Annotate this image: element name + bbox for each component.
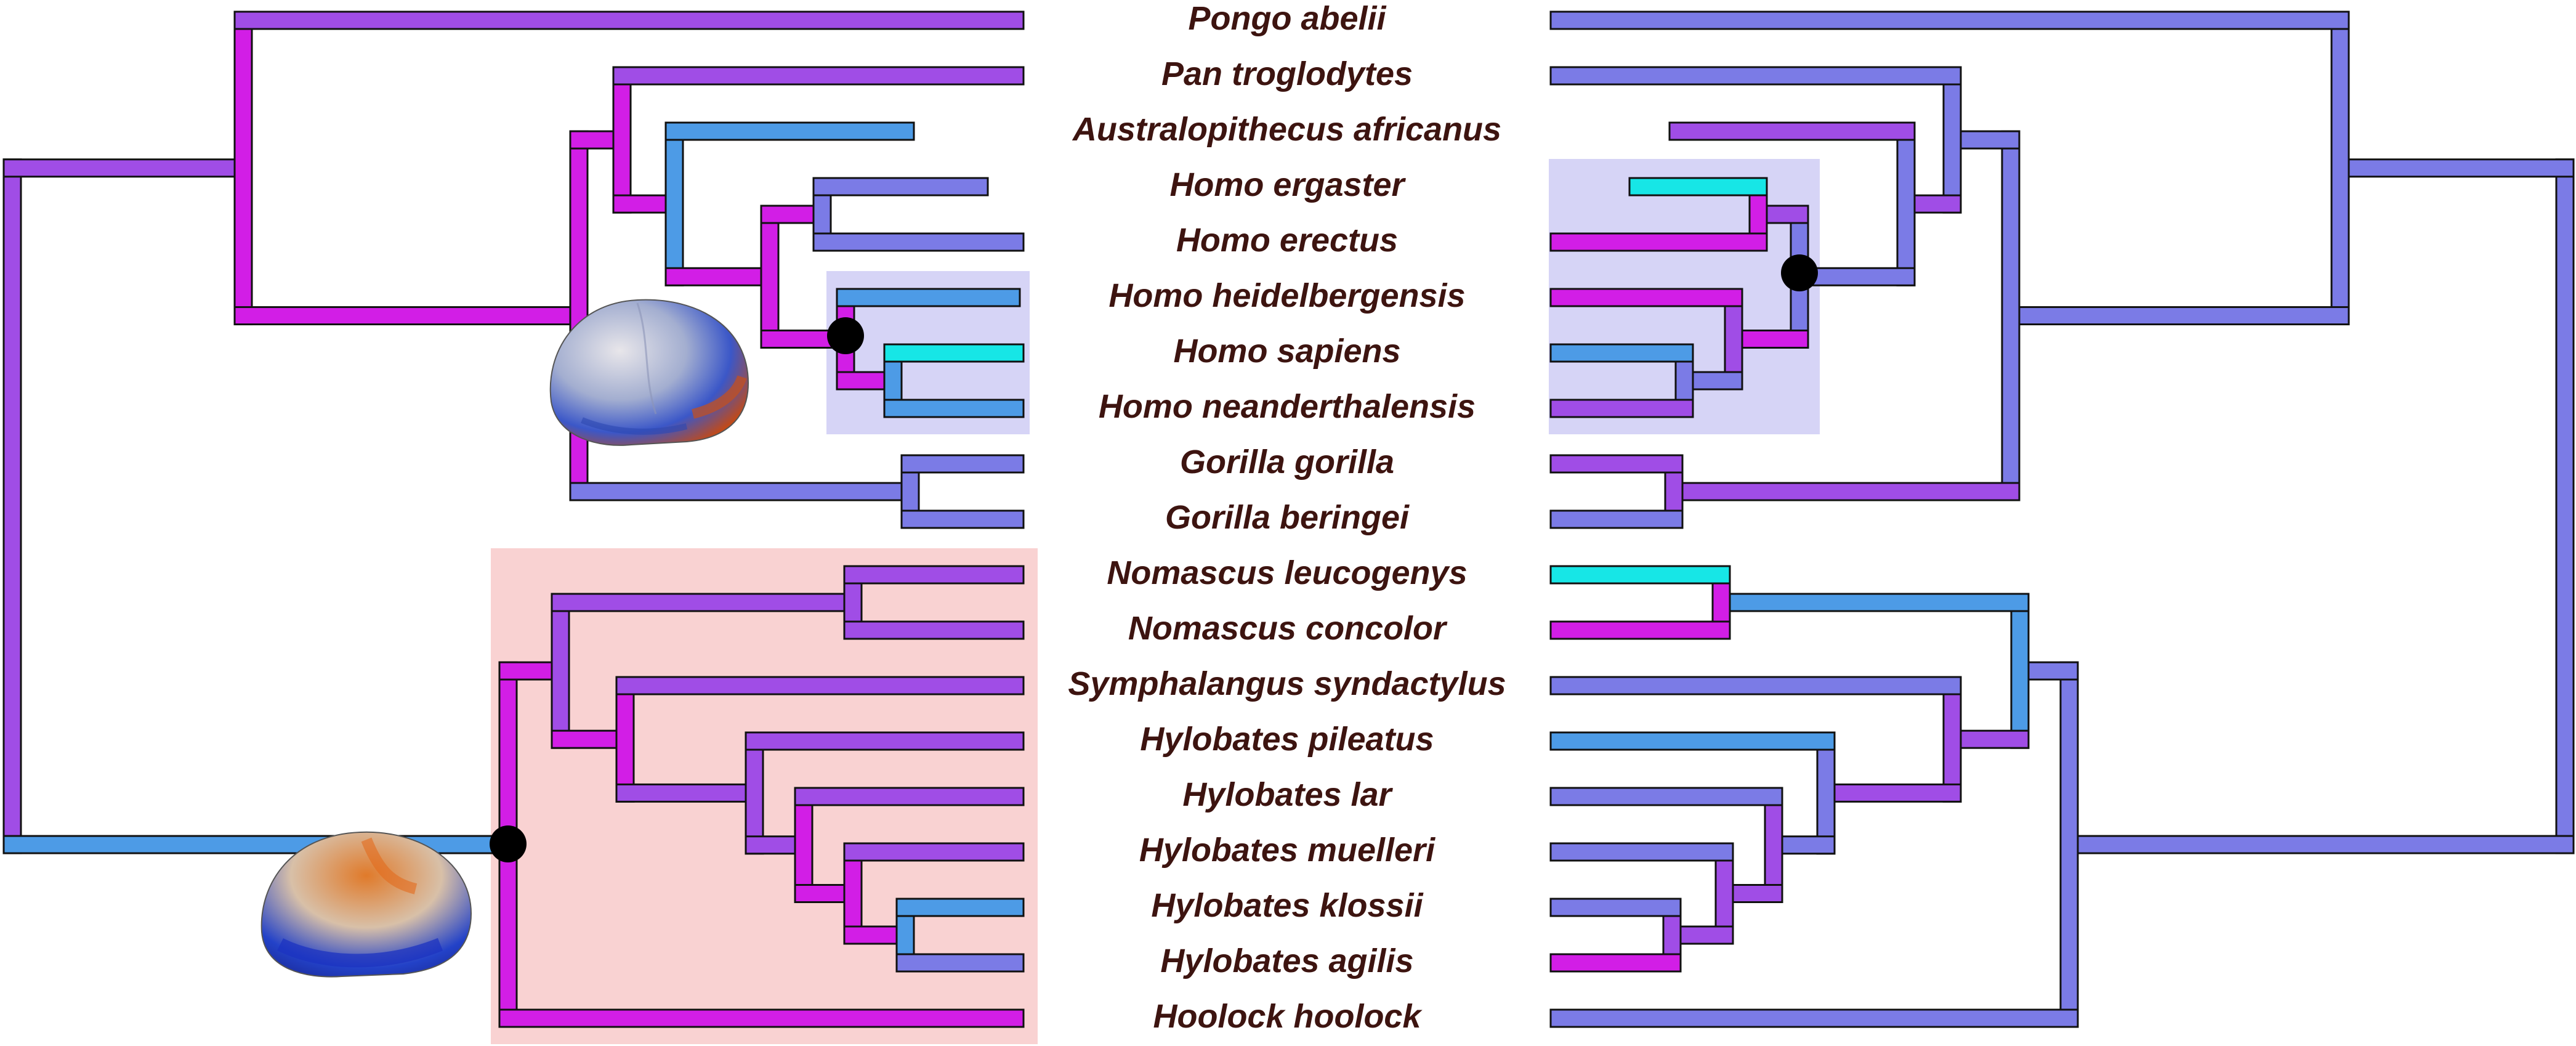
- tree-branch: [1549, 565, 1731, 585]
- left-tree: [2, 10, 1025, 1028]
- taxon-label: Homo heidelbergensis: [1108, 277, 1465, 314]
- tree-branch: [1664, 482, 2021, 501]
- tree-branch: [843, 842, 1025, 862]
- tree-branch: [498, 1008, 1025, 1028]
- right-hominin-node: [1781, 254, 1818, 291]
- tree-branch: [233, 10, 253, 326]
- taxon-label: Pan troglodytes: [1161, 55, 1413, 92]
- tree-branch: [1549, 953, 1682, 973]
- tree-branch: [1628, 177, 1768, 197]
- tree-branch: [745, 731, 764, 855]
- tree-branch: [569, 130, 589, 501]
- tree-branch: [900, 454, 1025, 474]
- tree-branch: [1549, 731, 1836, 751]
- tree-branch: [1549, 288, 1743, 307]
- left-hominin-node: [827, 317, 864, 354]
- tree-branch: [1549, 10, 2350, 30]
- tree-branch: [1549, 620, 1731, 640]
- tree-branch: [2, 158, 22, 854]
- taxon-labels: Pongo abelii Pan troglodytes Australopit…: [1068, 0, 1506, 1035]
- ape-endocast: [549, 299, 749, 446]
- tree-branch: [1942, 66, 1962, 214]
- tree-branch: [1549, 454, 1684, 474]
- taxon-label: Hylobates klossii: [1151, 887, 1423, 924]
- tree-branch: [2001, 130, 2021, 501]
- tree-branch: [2330, 158, 2575, 178]
- tree-branch: [794, 787, 1025, 806]
- taxon-label: Hylobates lar: [1182, 776, 1393, 813]
- tree-branch: [2555, 158, 2575, 854]
- tree-branch: [1549, 1008, 2079, 1028]
- tree-branch: [2059, 835, 2575, 854]
- tree-branch: [836, 288, 1021, 307]
- taxon-label: Hoolock hoolock: [1153, 998, 1423, 1035]
- taxon-label: Homo neanderthalensis: [1099, 388, 1476, 425]
- right-tree: [1549, 10, 2575, 1028]
- tree-branch: [2330, 10, 2350, 326]
- tree-branch: [812, 177, 989, 197]
- tree-branch: [895, 953, 1025, 973]
- tree-branch: [1549, 66, 1962, 86]
- tree-branch: [1668, 121, 1916, 141]
- tree-branch: [615, 783, 764, 803]
- tree-branch: [2, 158, 253, 178]
- tree-branch: [1549, 343, 1694, 363]
- tree-branch: [812, 232, 1025, 252]
- tree-branch: [883, 343, 1025, 363]
- left-hylobatid-node: [490, 825, 527, 862]
- tree-branch: [1549, 842, 1734, 862]
- tree-branch: [1549, 509, 1684, 529]
- taxon-label: Homo ergaster: [1169, 166, 1406, 203]
- tree-branch: [615, 676, 635, 803]
- tree-branch: [1549, 232, 1768, 252]
- tree-branch: [1549, 898, 1682, 917]
- taxon-label: Gorilla gorilla: [1180, 444, 1394, 480]
- taxon-label: Gorilla beringei: [1165, 499, 1410, 536]
- tree-branch: [2010, 593, 2030, 749]
- taxon-label: Hylobates muelleri: [1139, 832, 1435, 869]
- tree-branch: [1711, 593, 2030, 612]
- tree-branch: [233, 306, 589, 326]
- tree-branch: [2, 835, 518, 854]
- tree-branch: [843, 620, 1025, 640]
- taxon-label: Pongo abelii: [1188, 0, 1386, 37]
- tree-branch: [664, 267, 780, 286]
- taxon-label: Homo sapiens: [1173, 333, 1400, 370]
- taxon-label: Hylobates pileatus: [1140, 721, 1434, 758]
- taxon-label: Nomascus concolor: [1128, 610, 1448, 647]
- taxon-label: Homo erectus: [1176, 222, 1398, 259]
- taxon-label: Nomascus leucogenys: [1107, 554, 1467, 591]
- tree-branch: [2059, 661, 2079, 1028]
- tree-branch: [1942, 676, 1962, 803]
- tree-branch: [664, 121, 684, 286]
- tree-branch: [551, 593, 863, 612]
- tree-branch: [843, 565, 1025, 585]
- tree-branch: [233, 10, 1025, 30]
- tree-branch: [895, 898, 1025, 917]
- taxon-label: Hylobates agilis: [1160, 943, 1413, 979]
- tree-branch: [664, 121, 915, 141]
- tree-branch: [615, 676, 1025, 695]
- tree-branch: [1896, 121, 1916, 286]
- tree-branch: [900, 509, 1025, 529]
- gibbon-endocast: [260, 831, 472, 978]
- taxon-label: Symphalangus syndactylus: [1068, 665, 1506, 702]
- taxon-label: Australopithecus africanus: [1072, 111, 1501, 148]
- tree-branch: [760, 205, 780, 349]
- tree-branch: [745, 731, 1025, 751]
- tree-branch: [2001, 306, 2350, 326]
- tree-branch: [1816, 731, 1836, 855]
- tree-branch: [1549, 787, 1783, 806]
- tree-branch: [612, 66, 1025, 86]
- tree-branch: [1549, 399, 1694, 418]
- tree-branch: [569, 482, 920, 501]
- tree-branch: [1816, 783, 1962, 803]
- tree-branch: [883, 399, 1025, 418]
- tree-branch: [1549, 676, 1962, 695]
- tree-branch: [551, 593, 570, 749]
- tree-branch: [612, 66, 632, 214]
